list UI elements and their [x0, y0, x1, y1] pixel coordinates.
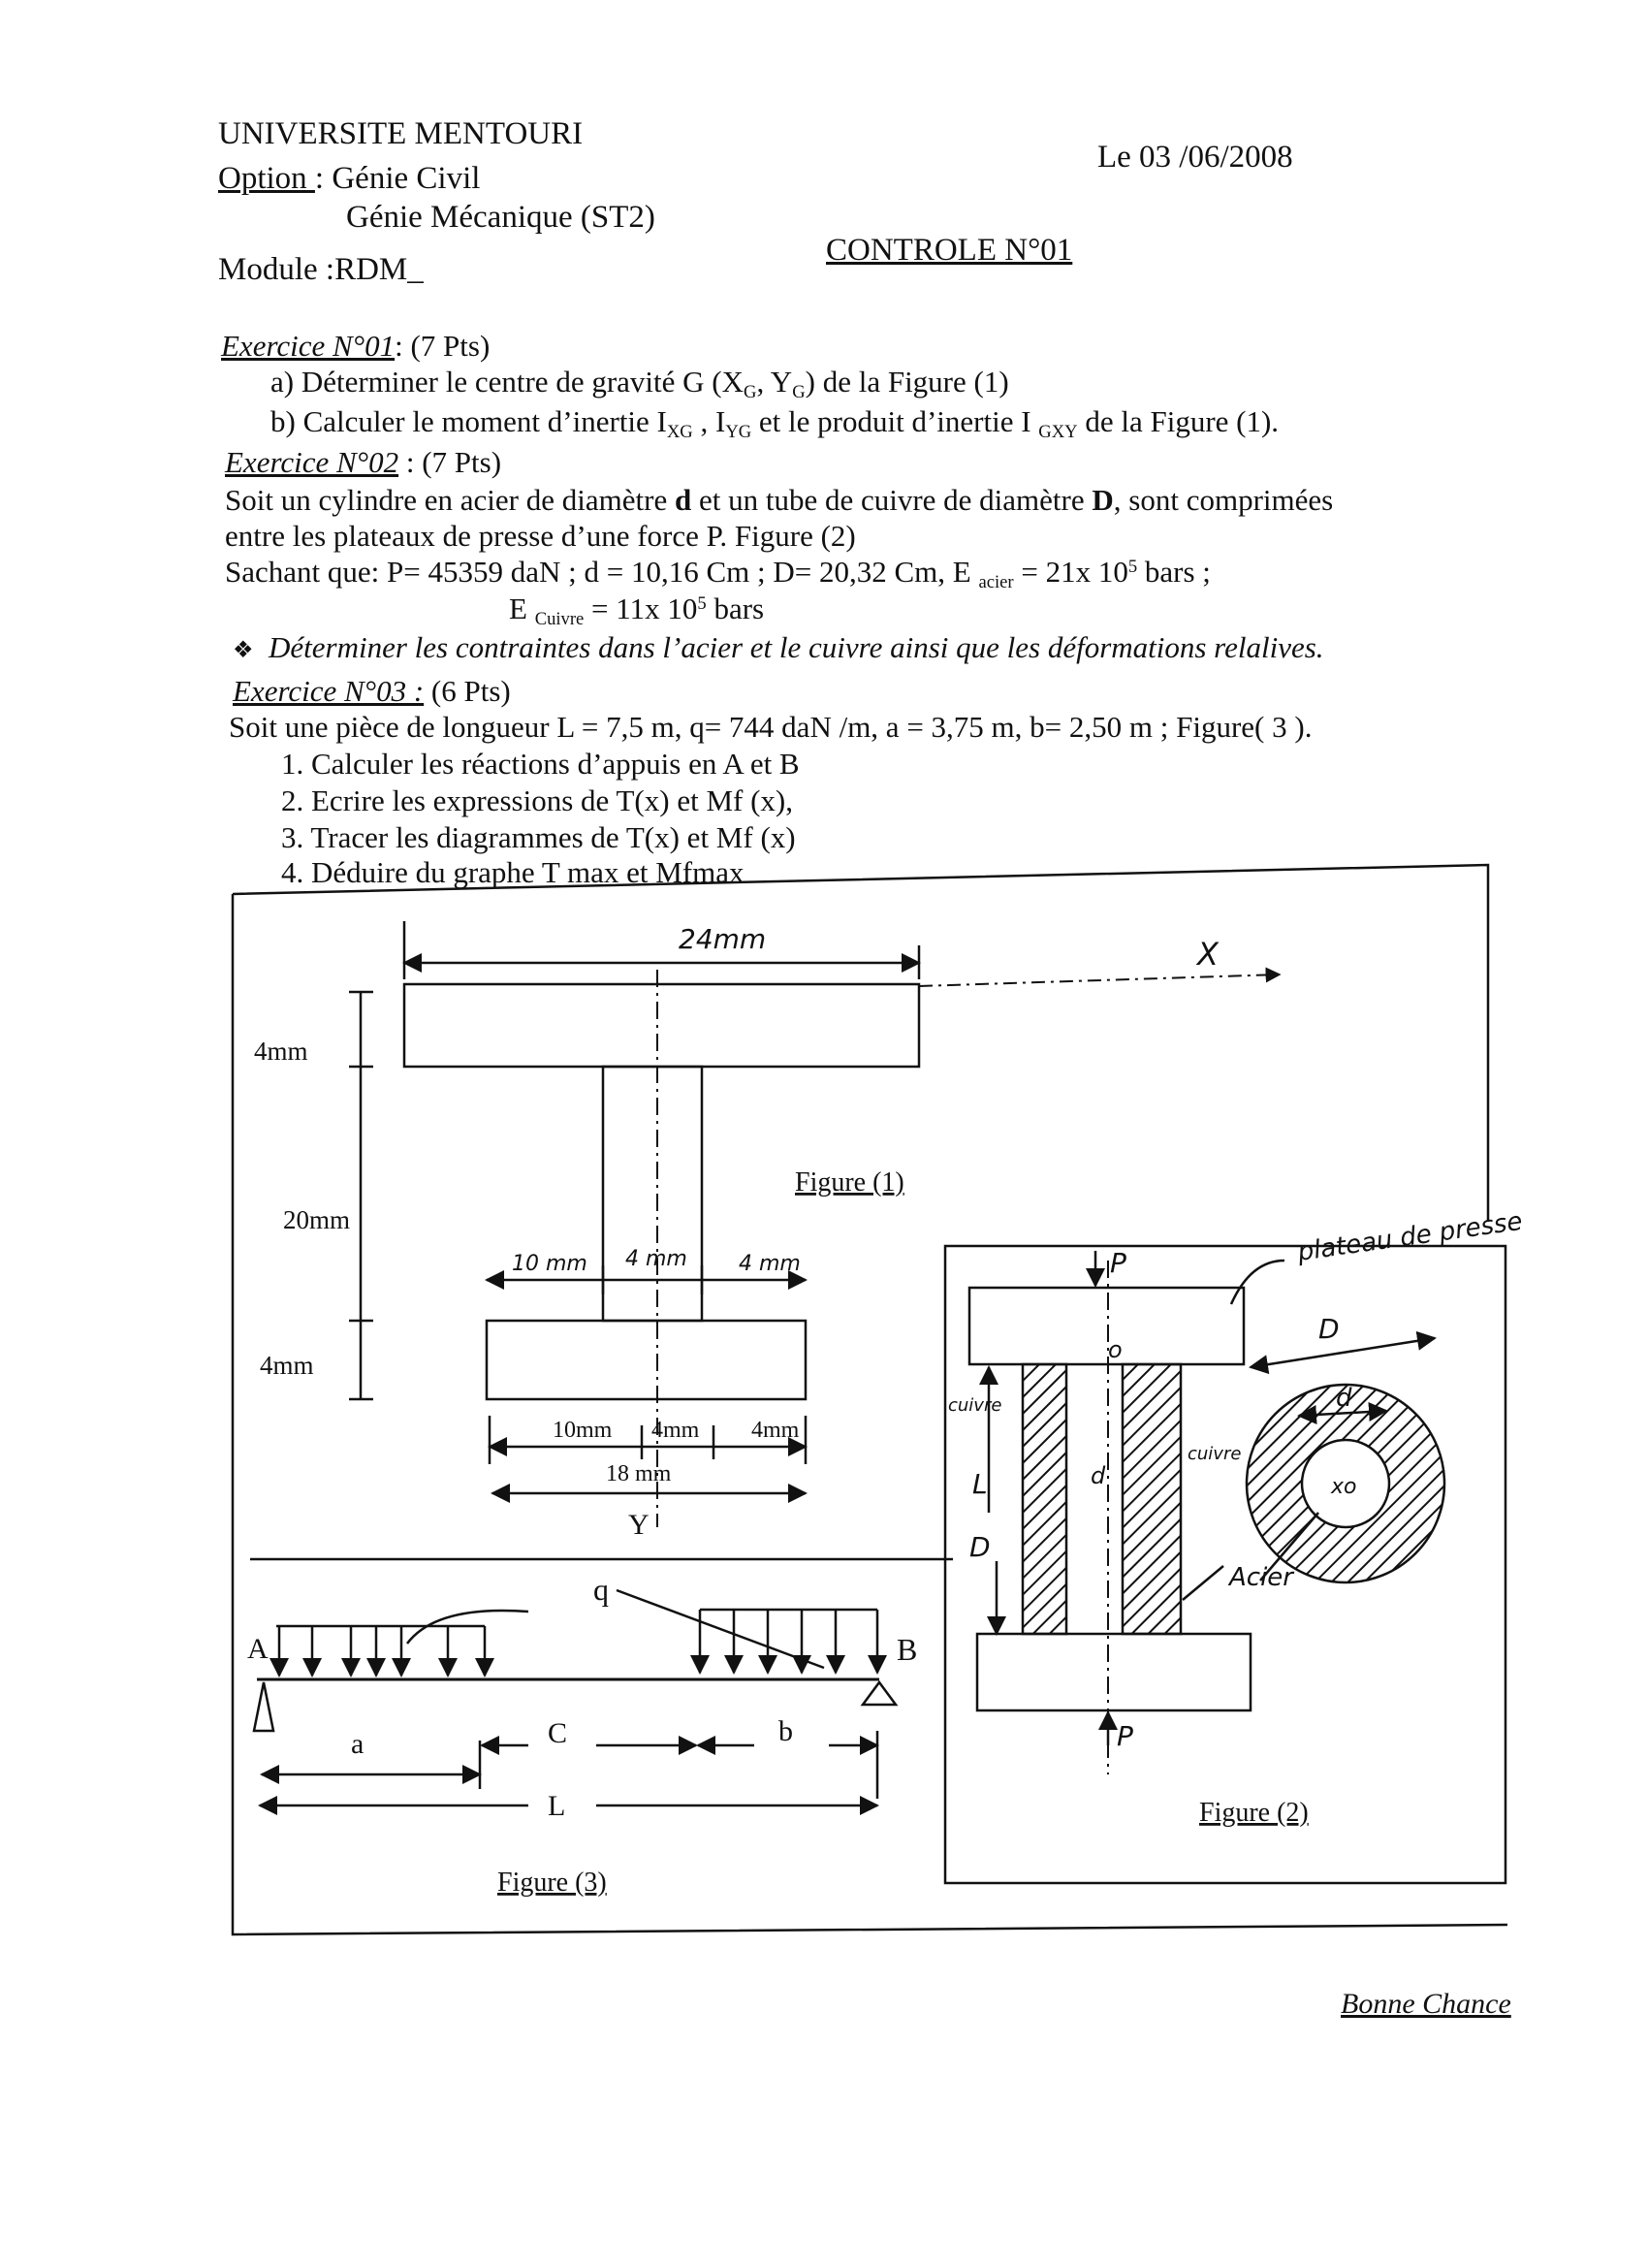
- fig2-copper-label: cuivre: [948, 1395, 1001, 1416]
- fig1-dim-h3-label: 4 mm: [739, 1252, 801, 1276]
- fig3-support-b: [860, 1679, 899, 1707]
- fig2-length-L-label: L: [972, 1468, 988, 1500]
- exam-date: Le 03 /06/2008: [1097, 140, 1293, 175]
- fig2-steel-label: Acier: [1227, 1563, 1295, 1592]
- fig3-dim-b-label: b: [778, 1715, 793, 1747]
- fig1-dim-b1-label: 10mm: [553, 1418, 613, 1443]
- ex2-heading: Exercice N°02 : (7 Pts): [225, 447, 501, 477]
- fig1-dim-v3-label: 4mm: [260, 1351, 314, 1380]
- ex1-question-a: a) Déterminer le centre de gravité G (XG…: [270, 365, 1009, 402]
- ex3-item: 4. Déduire du graphe T max et Mfmax: [281, 855, 745, 889]
- ex3-item: 3. Tracer les diagrammes de T(x) et Mf (…: [281, 820, 796, 854]
- fig2-bottom-plate: [975, 1632, 1252, 1712]
- fig2-caption: Figure (2): [1199, 1798, 1309, 1828]
- ex2-line-2: entre les plateaux de presse d’une force…: [225, 519, 856, 553]
- fig2-frame: [943, 1244, 1507, 1885]
- fig2-copper-left: [1021, 1362, 1068, 1636]
- fig2-dim-d: [1297, 1402, 1388, 1424]
- fig3-dim-a-label: a: [351, 1728, 364, 1760]
- fig3-support-b-label: B: [897, 1632, 917, 1667]
- ex1-question-b: b) Calculer le moment d’inertie IXG , IY…: [270, 404, 1280, 442]
- fig2-length-D-label: D: [969, 1531, 991, 1563]
- fig2-plate-label: plateau de presse: [1295, 1207, 1524, 1267]
- fig2-force-top-label: P: [1110, 1247, 1126, 1279]
- ex3-title: Exercice N°03 :: [233, 674, 425, 708]
- fig3-q-leader: [616, 1588, 825, 1670]
- fig3-caption: Figure (3): [497, 1868, 607, 1898]
- fig1-x-axis: [918, 967, 1282, 987]
- fig3-dim-c-label: C: [548, 1717, 567, 1749]
- ex2-title: Exercice N°02: [225, 445, 399, 479]
- fig3-load-left-arrows: [269, 1626, 494, 1677]
- figure-frame: [231, 863, 1508, 1936]
- fig1-dim-total-label: 18 mm: [606, 1461, 672, 1486]
- fig1-y-label: Y: [628, 1509, 650, 1541]
- fig2-origin-label: o: [1108, 1336, 1123, 1363]
- fig1-dim-v1-label: 4mm: [254, 1037, 308, 1066]
- bullet-icon: ❖: [233, 638, 254, 663]
- module-label: Module :RDM_: [218, 252, 424, 287]
- option-value: : Génie Civil: [314, 161, 481, 196]
- fig3-support-a-label: A: [247, 1633, 269, 1665]
- fig1-dim-b2-label: 4mm: [651, 1418, 700, 1443]
- ex2-line-3: Sachant que: P= 45359 daN ; d = 10,16 Cm…: [225, 555, 1211, 592]
- option-label: Option: [218, 161, 315, 196]
- option-line: Option : Génie Civil: [218, 163, 480, 195]
- fig2-center-label: xo: [1330, 1475, 1356, 1499]
- fig1-bottom-flange: [485, 1319, 808, 1401]
- ex3-heading: Exercice N°03 : (6 Pts): [233, 676, 511, 706]
- ex1-heading: Exercice N°01: (7 Pts): [221, 331, 490, 361]
- fig2-dia-d-label: d: [1336, 1384, 1352, 1413]
- fig1-top-flange: [402, 982, 921, 1069]
- fig2-top-plate: [967, 1286, 1246, 1366]
- fig1-dim-h2-label: 4 mm: [625, 1247, 687, 1271]
- university-name: UNIVERSITE MENTOURI: [218, 116, 584, 151]
- ex3-intro: Soit une pièce de longueur L = 7,5 m, q=…: [229, 710, 1313, 744]
- ex3-points: (6 Pts): [424, 674, 511, 708]
- ex1-points: : (7 Pts): [395, 329, 491, 363]
- fig2-force-bottom-label: P: [1117, 1720, 1133, 1752]
- fig2-copper-label: cuivre: [1188, 1444, 1241, 1464]
- fig1-dim-h1-label: 10 mm: [512, 1252, 587, 1276]
- fig2-dim-D: [1249, 1330, 1437, 1375]
- fig2-copper-right: [1121, 1362, 1183, 1636]
- ex2-points: : (7 Pts): [398, 445, 502, 479]
- fig1-caption: Figure (1): [795, 1167, 904, 1198]
- fig1-dim-v2-label: 20mm: [283, 1205, 350, 1234]
- fig3-dim-l-label: L: [548, 1790, 565, 1822]
- fig1-dim-24-label: 24mm: [679, 923, 766, 955]
- ex3-item: 2. Ecrire les expressions de T(x) et Mf …: [281, 783, 793, 817]
- fig3-load-right-arrows: [690, 1610, 887, 1675]
- fig1-dim-b3-label: 4mm: [751, 1418, 800, 1443]
- ex1-title: Exercice N°01: [221, 329, 396, 363]
- option-value-2: Génie Mécanique (ST2): [346, 200, 655, 235]
- ex3-item: 1. Calculer les réactions d’appuis en A …: [281, 747, 800, 781]
- fig2-steel-leader: [1182, 1565, 1224, 1601]
- fig1-web: [601, 1065, 704, 1323]
- ex2-line-1: Soit un cylindre en acier de diamètre d …: [225, 483, 1334, 517]
- fig2-plate-leader: [1229, 1259, 1285, 1305]
- fig2-section-inner: [1300, 1438, 1391, 1529]
- fig3-support-a: [252, 1681, 275, 1733]
- exam-title: CONTROLE N°01: [826, 233, 1073, 268]
- closing-text: Bonne Chance: [1341, 1988, 1511, 2020]
- fig1-x-label: X: [1195, 936, 1220, 973]
- fig2-inner-d-label: d: [1091, 1462, 1106, 1489]
- ex2-task: ❖ Déterminer les contraintes dans l’acie…: [233, 630, 1324, 664]
- fig3-load-label: q: [593, 1572, 609, 1607]
- fig2-dia-D-label: D: [1318, 1313, 1340, 1345]
- ex2-line-4: E Cuivre = 11x 105 bars: [509, 591, 765, 629]
